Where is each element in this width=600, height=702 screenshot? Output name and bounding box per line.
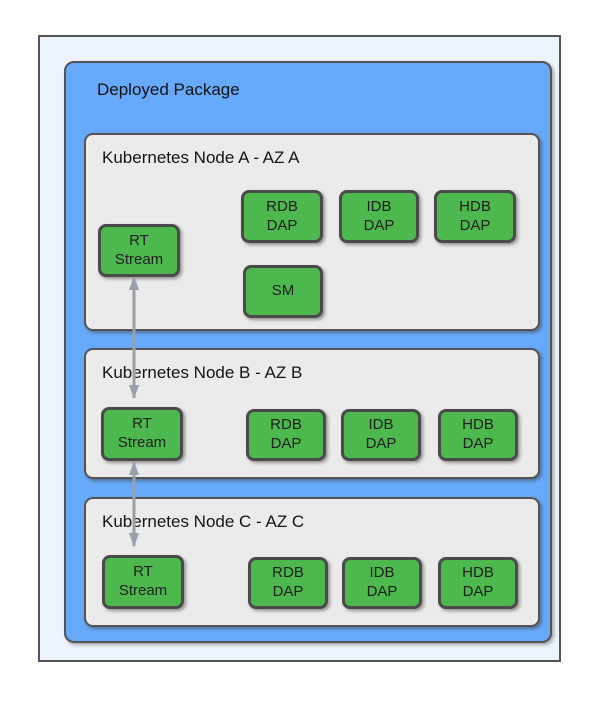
node-c-hdb-dap-box: HDB DAP [438, 557, 518, 609]
deployed-package-title: Deployed Package [97, 80, 240, 99]
kubernetes-node-a: Kubernetes Node A - AZ A RT Stream RDB D… [84, 133, 540, 331]
node-a-title: Kubernetes Node A - AZ A [102, 148, 300, 167]
node-a-rdb-dap-box: RDB DAP [241, 190, 323, 243]
kubernetes-node-b: Kubernetes Node B - AZ B RT Stream RDB D… [84, 348, 540, 479]
node-c-idb-dap-box: IDB DAP [342, 557, 422, 609]
node-b-rdb-dap-box: RDB DAP [246, 409, 326, 461]
node-b-title: Kubernetes Node B - AZ B [102, 363, 303, 382]
node-c-rt-stream-box: RT Stream [102, 555, 184, 609]
deployment-outer-container: Deployed Package Kubernetes Node A - AZ … [38, 35, 561, 662]
node-a-idb-dap-box: IDB DAP [339, 190, 419, 243]
node-a-sm-box: SM [243, 265, 323, 318]
deployed-package-container: Deployed Package Kubernetes Node A - AZ … [64, 61, 552, 643]
kubernetes-node-c: Kubernetes Node C - AZ C RT Stream RDB D… [84, 497, 540, 627]
node-a-rt-stream-box: RT Stream [98, 224, 180, 277]
node-b-hdb-dap-box: HDB DAP [438, 409, 518, 461]
node-b-rt-stream-box: RT Stream [101, 407, 183, 461]
node-c-rdb-dap-box: RDB DAP [248, 557, 328, 609]
node-b-idb-dap-box: IDB DAP [341, 409, 421, 461]
node-c-title: Kubernetes Node C - AZ C [102, 512, 305, 531]
node-a-hdb-dap-box: HDB DAP [434, 190, 516, 243]
